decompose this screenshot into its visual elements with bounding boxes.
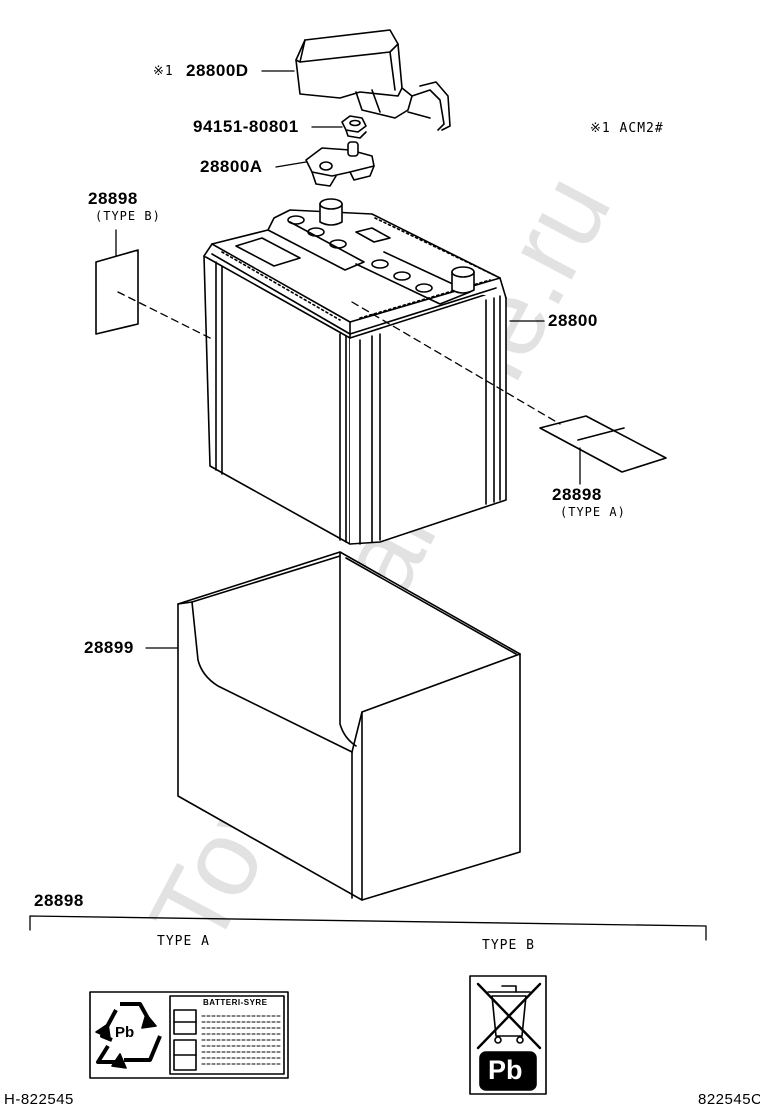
sticker-a-heading: BATTERI-SYRE bbox=[203, 998, 268, 1007]
part-number-label-right[interactable]: 28898 bbox=[552, 485, 602, 504]
sticker-a-pb: Pb bbox=[115, 1024, 135, 1041]
sticker-type-a-drawing bbox=[89, 991, 289, 1079]
part-number-battery[interactable]: 28800 bbox=[548, 311, 598, 330]
type-b-heading: TYPE B bbox=[482, 938, 535, 953]
clamp-drawing bbox=[305, 141, 375, 187]
sticker-type-b-drawing bbox=[469, 975, 547, 1095]
terminal-cover-drawing bbox=[295, 29, 451, 131]
type-b-note: (TYPE B) bbox=[95, 209, 161, 223]
sticker-b-pb: Pb bbox=[488, 1055, 523, 1085]
footer-illustration-code: H-822545 bbox=[4, 1091, 74, 1108]
leader-lines bbox=[115, 70, 581, 649]
section-bracket bbox=[29, 915, 707, 941]
type-a-heading: TYPE A bbox=[157, 934, 210, 949]
nut-drawing bbox=[341, 115, 367, 139]
part-number-clamp[interactable]: 28800A bbox=[200, 157, 263, 176]
part-number-nut[interactable]: 94151-80801 bbox=[193, 117, 299, 136]
footer-figure-code: 822545C bbox=[698, 1091, 760, 1108]
part-number-terminal-cover[interactable]: 28800D bbox=[186, 61, 249, 80]
dashed-lines bbox=[117, 291, 561, 425]
note-mark: ※1 bbox=[153, 64, 174, 79]
note-applicability: ※1 ACM2# bbox=[590, 121, 664, 136]
tray-drawing bbox=[177, 551, 521, 901]
part-number-tray[interactable]: 28899 bbox=[84, 638, 134, 657]
label-type-b-drawing bbox=[95, 249, 139, 335]
part-number-label-section[interactable]: 28898 bbox=[34, 891, 84, 910]
part-number-label-left[interactable]: 28898 bbox=[88, 189, 138, 208]
label-type-a-drawing bbox=[539, 415, 667, 473]
battery-drawing bbox=[203, 198, 507, 545]
type-a-note: (TYPE A) bbox=[560, 505, 626, 519]
